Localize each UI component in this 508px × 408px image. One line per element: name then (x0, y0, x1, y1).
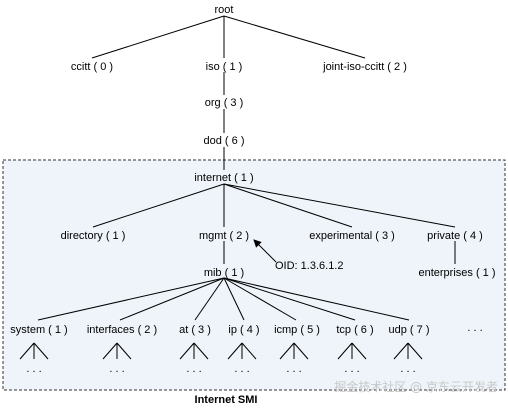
tcp-leaf-fan-line (337, 342, 353, 360)
udp-leaf-fan-line (393, 342, 409, 360)
node-interfaces: interfaces ( 2 ) (87, 324, 157, 336)
udp-leaf-fan-line (407, 342, 423, 360)
udp-leaf-ellipsis: . . . (400, 363, 415, 375)
node-icmp: icmp ( 5 ) (274, 324, 320, 336)
interfaces-leaf-fan-line (102, 342, 118, 360)
oid-arrow (253, 239, 277, 263)
icmp-leaf-ellipsis: . . . (286, 363, 301, 375)
node-experimental: experimental ( 3 ) (309, 230, 395, 242)
icmp-leaf-fan-line (293, 342, 309, 360)
node-tcp: tcp ( 6 ) (336, 324, 373, 336)
node-root: root (215, 4, 234, 16)
node-more: . . . (467, 322, 482, 334)
ip-leaf-ellipsis: . . . (234, 363, 249, 375)
node-ccitt: ccitt ( 0 ) (71, 61, 113, 73)
node-private: private ( 4 ) (427, 230, 483, 242)
system-leaf-fan-line (33, 342, 49, 360)
node-system: system ( 1 ) (10, 324, 67, 336)
interfaces-leaf-ellipsis: . . . (109, 363, 124, 375)
at-leaf-ellipsis: . . . (186, 363, 201, 375)
node-internet: internet ( 1 ) (194, 172, 253, 184)
internet-smi-region (2, 159, 506, 391)
system-leaf-fan-line (19, 342, 35, 360)
interfaces-leaf-fan-line (116, 342, 132, 360)
tcp-leaf-ellipsis: . . . (344, 363, 359, 375)
watermark: 掘金技术社区 @ 京东云开发者 (334, 379, 498, 394)
node-udp: udp ( 7 ) (389, 324, 430, 336)
node-mgmt: mgmt ( 2 ) (199, 230, 249, 242)
node-directory: directory ( 1 ) (61, 230, 126, 242)
tree-edges (19, 15, 456, 360)
ip-leaf-fan-line (241, 342, 257, 360)
at-leaf-fan-line (179, 342, 195, 360)
at-leaf-fan-line (193, 342, 209, 360)
node-dod: dod ( 6 ) (204, 135, 245, 147)
tcp-leaf-fan-line (351, 342, 367, 360)
node-enterprises: enterprises ( 1 ) (418, 267, 495, 279)
node-org: org ( 3 ) (205, 97, 244, 109)
ip-leaf-fan-line (227, 342, 243, 360)
region-label: Internet SMI (195, 394, 258, 406)
oid-annotation: OID: 1.3.6.1.2 (275, 260, 343, 272)
icmp-leaf-fan-line (279, 342, 295, 360)
node-ip: ip ( 4 ) (228, 324, 259, 336)
node-joint-iso-ccitt: joint-iso-ccitt ( 2 ) (322, 61, 407, 73)
system-leaf-ellipsis: . . . (26, 363, 41, 375)
node-mib: mib ( 1 ) (204, 267, 244, 279)
node-iso: iso ( 1 ) (206, 61, 243, 73)
node-at: at ( 3 ) (179, 324, 211, 336)
